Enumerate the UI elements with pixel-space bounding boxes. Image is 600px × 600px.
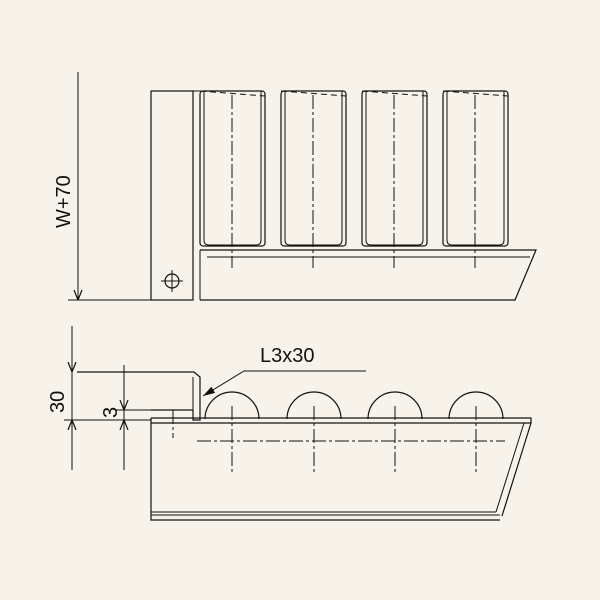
side-frame-body <box>150 418 500 521</box>
dimension-label-3: 3 <box>100 407 122 418</box>
roller-side-1 <box>204 391 260 475</box>
dimension-label-30: 30 <box>47 391 69 413</box>
roller-top-dashed-3 <box>361 90 428 97</box>
bottom-frame-member <box>200 249 537 301</box>
angle-profile <box>77 371 201 421</box>
roller-top-dashed-1 <box>199 90 266 97</box>
roller-top-1 <box>199 90 266 268</box>
roller-top-2 <box>280 90 347 268</box>
roller-top-dashed-4 <box>442 90 509 97</box>
roller-top-dashed-2 <box>280 90 347 97</box>
angle-callout-leader <box>202 370 366 397</box>
top-view <box>68 72 537 301</box>
roller-side-4 <box>448 391 504 475</box>
side-frame <box>150 90 194 301</box>
side-view <box>64 326 532 521</box>
angle-callout-label: L3x30 <box>260 345 315 367</box>
dimension-label-w70: W+70 <box>53 175 75 228</box>
roller-side-3 <box>367 391 423 475</box>
roller-side-2 <box>286 391 342 475</box>
roller-top-4 <box>442 90 509 268</box>
roller-top-3 <box>361 90 428 268</box>
bolt-hole <box>161 270 183 292</box>
